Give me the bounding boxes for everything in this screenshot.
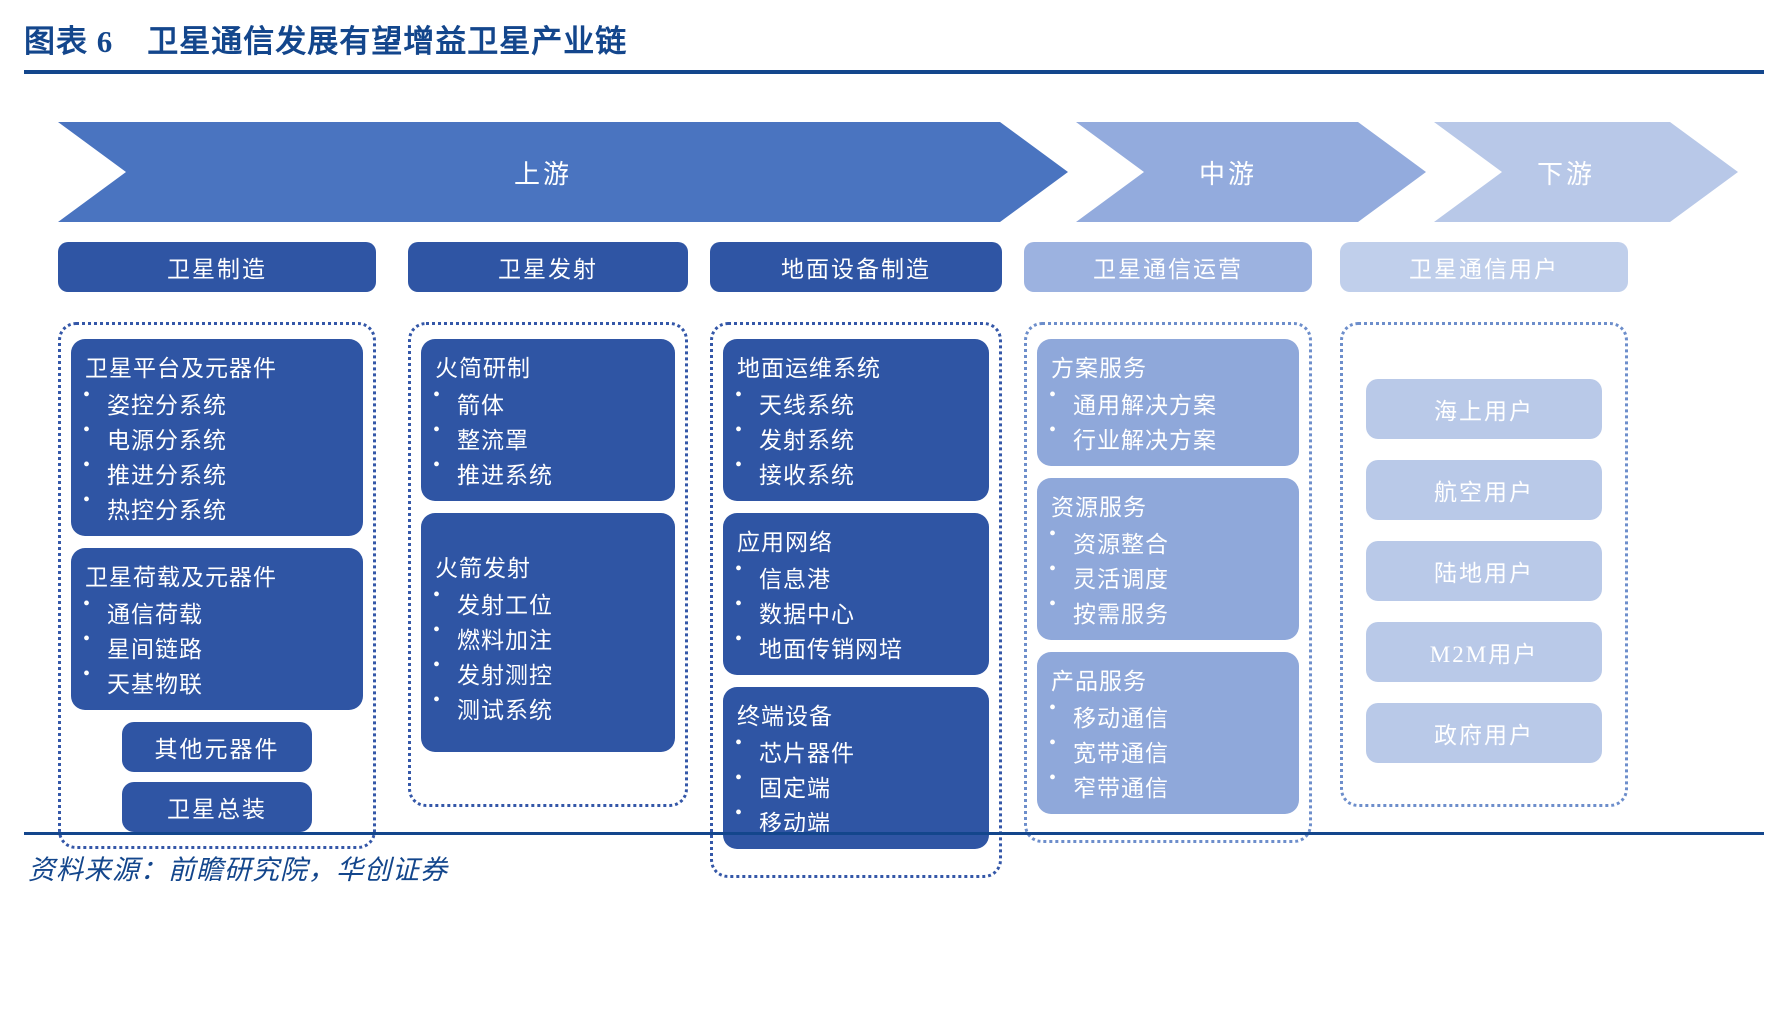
card-title: 应用网络 xyxy=(737,530,833,555)
column-satcom-operation: 卫星通信运营 方案服务 通用解决方案 行业解决方案 资源服务 资源整合 灵活调度… xyxy=(1024,242,1312,843)
list-item: 数据中心 xyxy=(733,593,979,629)
footer-divider xyxy=(24,832,1764,835)
column-body-satcom-operation: 方案服务 通用解决方案 行业解决方案 资源服务 资源整合 灵活调度 按需服务 xyxy=(1024,322,1312,843)
list-item: 热控分系统 xyxy=(81,489,353,525)
list-item: 姿控分系统 xyxy=(81,384,353,420)
card-bullet-list: 箭体 整流罩 推进系统 xyxy=(431,384,665,490)
value-chain-stage-band: 上游 中游 下游 xyxy=(58,122,1738,222)
list-item: 星间链路 xyxy=(81,628,353,664)
card-satellite-payload: 卫星荷载及元器件 通信荷载 星间链路 天基物联 xyxy=(71,548,363,710)
card-terminal-equipment: 终端设备 芯片器件 固定端 移动端 xyxy=(723,687,989,849)
value-chain-columns: 卫星制造 卫星平台及元器件 姿控分系统 电源分系统 推进分系统 热控分系统 卫星… xyxy=(58,242,1738,878)
user-pill-m2m: M2M用户 xyxy=(1366,622,1602,682)
card-title: 资源服务 xyxy=(1051,495,1147,520)
list-item: 窄带通信 xyxy=(1047,767,1289,803)
card-bullet-list: 信息港 数据中心 地面传销网培 xyxy=(733,558,979,664)
column-header-satcom-operation: 卫星通信运营 xyxy=(1024,242,1312,292)
list-item: 推进分系统 xyxy=(81,454,353,490)
stage-chevron-upstream: 上游 xyxy=(58,122,1068,222)
list-item: 发射系统 xyxy=(733,419,979,455)
list-item: 通用解决方案 xyxy=(1047,384,1289,420)
card-satellite-platform: 卫星平台及元器件 姿控分系统 电源分系统 推进分系统 热控分系统 xyxy=(71,339,363,536)
list-item: 移动端 xyxy=(733,802,979,838)
list-item: 箭体 xyxy=(431,384,665,420)
list-item: 宽带通信 xyxy=(1047,732,1289,768)
list-item: 芯片器件 xyxy=(733,732,979,768)
card-title: 火简研制 xyxy=(435,356,531,381)
card-bullet-list: 通用解决方案 行业解决方案 xyxy=(1047,384,1289,455)
list-item: 发射工位 xyxy=(431,584,665,620)
column-header-satellite-manufacturing: 卫星制造 xyxy=(58,242,376,292)
user-pill-aviation: 航空用户 xyxy=(1366,460,1602,520)
column-header-ground-equipment: 地面设备制造 xyxy=(710,242,1002,292)
list-item: 按需服务 xyxy=(1047,593,1289,629)
card-title: 产品服务 xyxy=(1051,669,1147,694)
card-bullet-list: 移动通信 宽带通信 窄带通信 xyxy=(1047,697,1289,803)
card-title: 终端设备 xyxy=(737,704,833,729)
column-satellite-manufacturing: 卫星制造 卫星平台及元器件 姿控分系统 电源分系统 推进分系统 热控分系统 卫星… xyxy=(58,242,376,849)
card-application-network: 应用网络 信息港 数据中心 地面传销网培 xyxy=(723,513,989,675)
figure-title-row: 图表 6 卫星通信发展有望增益卫星产业链 xyxy=(24,14,1764,62)
column-header-satellite-launch: 卫星发射 xyxy=(408,242,688,292)
list-item: 整流罩 xyxy=(431,419,665,455)
column-satellite-launch: 卫星发射 火简研制 箭体 整流罩 推进系统 火箭发射 发射工位 燃料加注 发射 xyxy=(408,242,688,807)
list-item: 测试系统 xyxy=(431,689,665,725)
list-item: 燃料加注 xyxy=(431,619,665,655)
list-item: 天基物联 xyxy=(81,663,353,699)
page-title: 卫星通信发展有望增益卫星产业链 xyxy=(147,23,628,59)
user-pill-government: 政府用户 xyxy=(1366,703,1602,763)
stage-chevron-downstream: 下游 xyxy=(1434,122,1738,222)
pill-satellite-assembly: 卫星总装 xyxy=(122,782,312,832)
list-item: 发射测控 xyxy=(431,654,665,690)
list-item: 移动通信 xyxy=(1047,697,1289,733)
source-note: 资料来源：前瞻研究院，华创证券 xyxy=(28,855,448,885)
user-pill-land: 陆地用户 xyxy=(1366,541,1602,601)
card-bullet-list: 姿控分系统 电源分系统 推进分系统 热控分系统 xyxy=(81,384,353,525)
card-rocket-development: 火简研制 箭体 整流罩 推进系统 xyxy=(421,339,675,501)
card-bullet-list: 天线系统 发射系统 接收系统 xyxy=(733,384,979,490)
list-item: 固定端 xyxy=(733,767,979,803)
card-ground-ops-system: 地面运维系统 天线系统 发射系统 接收系统 xyxy=(723,339,989,501)
list-item: 接收系统 xyxy=(733,454,979,490)
list-item: 通信荷载 xyxy=(81,593,353,629)
card-rocket-launch: 火箭发射 发射工位 燃料加注 发射测控 测试系统 xyxy=(421,513,675,752)
list-item: 资源整合 xyxy=(1047,523,1289,559)
pill-other-components: 其他元器件 xyxy=(122,722,312,772)
list-item: 灵活调度 xyxy=(1047,558,1289,594)
column-body-ground-equipment: 地面运维系统 天线系统 发射系统 接收系统 应用网络 信息港 数据中心 地面传销… xyxy=(710,322,1002,878)
list-item: 电源分系统 xyxy=(81,419,353,455)
card-title: 卫星平台及元器件 xyxy=(85,356,277,381)
list-item: 天线系统 xyxy=(733,384,979,420)
card-title: 地面运维系统 xyxy=(737,356,881,381)
column-header-satcom-users: 卫星通信用户 xyxy=(1340,242,1628,292)
column-ground-equipment: 地面设备制造 地面运维系统 天线系统 发射系统 接收系统 应用网络 信息港 数据… xyxy=(710,242,1002,878)
card-title: 卫星荷载及元器件 xyxy=(85,565,277,590)
list-item: 信息港 xyxy=(733,558,979,594)
card-bullet-list: 芯片器件 固定端 移动端 xyxy=(733,732,979,838)
column-body-satellite-launch: 火简研制 箭体 整流罩 推进系统 火箭发射 发射工位 燃料加注 发射测控 测试系… xyxy=(408,322,688,807)
user-pill-maritime: 海上用户 xyxy=(1366,379,1602,439)
list-item: 推进系统 xyxy=(431,454,665,490)
card-bullet-list: 通信荷载 星间链路 天基物联 xyxy=(81,593,353,699)
card-bullet-list: 发射工位 燃料加注 发射测控 测试系统 xyxy=(431,584,665,725)
card-bullet-list: 资源整合 灵活调度 按需服务 xyxy=(1047,523,1289,629)
card-resource-service: 资源服务 资源整合 灵活调度 按需服务 xyxy=(1037,478,1299,640)
column-body-satellite-manufacturing: 卫星平台及元器件 姿控分系统 电源分系统 推进分系统 热控分系统 卫星荷载及元器… xyxy=(58,322,376,849)
figure-label: 图表 6 xyxy=(24,23,114,59)
list-item: 行业解决方案 xyxy=(1047,419,1289,455)
title-divider xyxy=(24,70,1764,74)
card-title: 火箭发射 xyxy=(435,556,531,581)
list-item: 地面传销网培 xyxy=(733,628,979,664)
stage-chevron-midstream: 中游 xyxy=(1076,122,1426,222)
card-title: 方案服务 xyxy=(1051,356,1147,381)
card-product-service: 产品服务 移动通信 宽带通信 窄带通信 xyxy=(1037,652,1299,814)
column-body-satcom-users: 海上用户 航空用户 陆地用户 M2M用户 政府用户 xyxy=(1340,322,1628,807)
column-satcom-users: 卫星通信用户 海上用户 航空用户 陆地用户 M2M用户 政府用户 xyxy=(1340,242,1628,807)
card-solution-service: 方案服务 通用解决方案 行业解决方案 xyxy=(1037,339,1299,466)
